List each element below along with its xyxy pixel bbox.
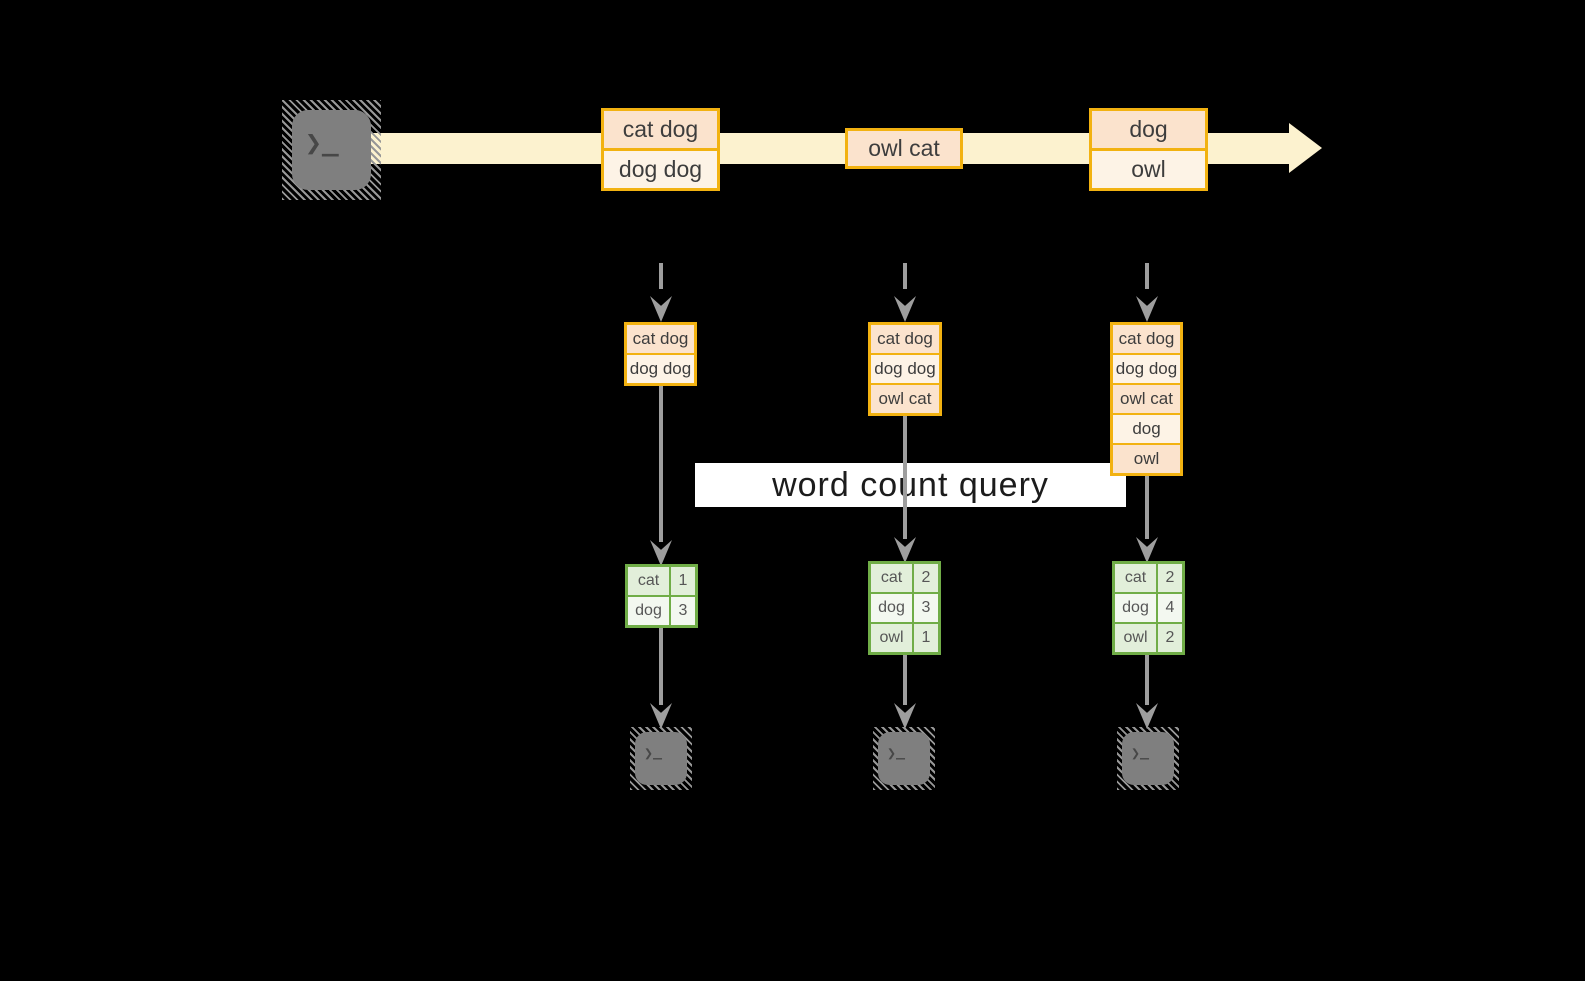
output-arrow-line	[659, 628, 663, 705]
prompt-chevron-icon: ❯	[1131, 744, 1141, 762]
dashed-arrowhead-icon	[894, 296, 916, 322]
prompt-underscore-icon: _	[321, 124, 339, 157]
dashed-arrow-segment	[903, 263, 907, 289]
prompt-underscore-icon: _	[653, 742, 663, 760]
state-row: dog dog	[1113, 355, 1180, 383]
word-cell: dog	[628, 597, 669, 625]
output-arrowhead-icon	[894, 703, 916, 729]
table-row: owl 1	[871, 624, 938, 652]
batch-line: cat dog	[604, 111, 717, 148]
state-row: owl	[1113, 445, 1180, 473]
word-count-table-2: cat 2 dog 3 owl 1	[868, 561, 941, 655]
count-cell: 3	[671, 597, 695, 625]
source-terminal-icon: ❯_	[282, 100, 381, 200]
output-terminal-icon-1: ❯_	[630, 727, 692, 790]
state-row: dog	[1113, 415, 1180, 443]
word-cell: owl	[1115, 624, 1156, 652]
dashed-arrowhead-icon	[650, 296, 672, 322]
table-row: cat 2	[871, 564, 938, 592]
stream-batch-2: owl cat	[845, 128, 963, 169]
batch-line: dog	[1092, 111, 1205, 148]
table-row: dog 3	[871, 594, 938, 622]
table-row: dog 3	[628, 597, 695, 625]
output-arrowhead-icon	[1136, 703, 1158, 729]
query-arrow-line	[903, 416, 907, 539]
state-row: cat dog	[871, 325, 939, 353]
prompt-underscore-icon: _	[896, 742, 906, 760]
stream-batch-1: cat dog dog dog	[601, 108, 720, 191]
table-row: cat 1	[628, 567, 695, 595]
output-terminal-icon-3: ❯_	[1117, 727, 1179, 790]
query-arrow-line	[659, 386, 663, 542]
query-arrowhead-icon	[1136, 537, 1158, 563]
dashed-arrowhead-icon	[1136, 296, 1158, 322]
state-stack-1: cat dog dog dog	[624, 322, 697, 386]
state-row: owl cat	[871, 385, 939, 413]
count-cell: 1	[914, 624, 938, 652]
batch-line: owl	[1092, 151, 1205, 188]
batch-line: dog dog	[604, 151, 717, 188]
count-cell: 4	[1158, 594, 1182, 622]
prompt-underscore-icon: _	[1140, 742, 1150, 760]
batch-line: owl cat	[848, 131, 960, 166]
state-row: dog dog	[871, 355, 939, 383]
word-cell: owl	[871, 624, 912, 652]
word-cell: cat	[871, 564, 912, 592]
state-row: cat dog	[1113, 325, 1180, 353]
query-arrow-line	[1145, 476, 1149, 539]
count-cell: 2	[914, 564, 938, 592]
query-label: word count query	[772, 465, 1049, 504]
word-cell: cat	[628, 567, 669, 595]
state-row: dog dog	[627, 355, 694, 383]
query-arrowhead-icon	[650, 540, 672, 566]
table-row: cat 2	[1115, 564, 1182, 592]
table-row: owl 2	[1115, 624, 1182, 652]
output-arrow-line	[1145, 655, 1149, 705]
count-cell: 3	[914, 594, 938, 622]
stream-arrowhead-icon	[1289, 123, 1322, 173]
output-arrowhead-icon	[650, 703, 672, 729]
word-cell: dog	[871, 594, 912, 622]
query-arrowhead-icon	[894, 537, 916, 563]
prompt-chevron-icon: ❯	[644, 744, 654, 762]
count-cell: 1	[671, 567, 695, 595]
stream-batch-3: dog owl	[1089, 108, 1208, 191]
state-stack-3: cat dog dog dog owl cat dog owl	[1110, 322, 1183, 476]
dashed-arrow-segment	[1145, 263, 1149, 289]
count-cell: 2	[1158, 624, 1182, 652]
word-count-table-1: cat 1 dog 3	[625, 564, 698, 628]
count-cell: 2	[1158, 564, 1182, 592]
word-count-table-3: cat 2 dog 4 owl 2	[1112, 561, 1185, 655]
word-cell: cat	[1115, 564, 1156, 592]
table-row: dog 4	[1115, 594, 1182, 622]
prompt-chevron-icon: ❯	[305, 126, 322, 159]
state-stack-2: cat dog dog dog owl cat	[868, 322, 942, 416]
prompt-chevron-icon: ❯	[887, 744, 897, 762]
output-arrow-line	[903, 655, 907, 705]
state-row: cat dog	[627, 325, 694, 353]
state-row: owl cat	[1113, 385, 1180, 413]
output-terminal-icon-2: ❯_	[873, 727, 935, 790]
query-banner: word count query	[695, 463, 1126, 507]
word-cell: dog	[1115, 594, 1156, 622]
dashed-arrow-segment	[659, 263, 663, 289]
